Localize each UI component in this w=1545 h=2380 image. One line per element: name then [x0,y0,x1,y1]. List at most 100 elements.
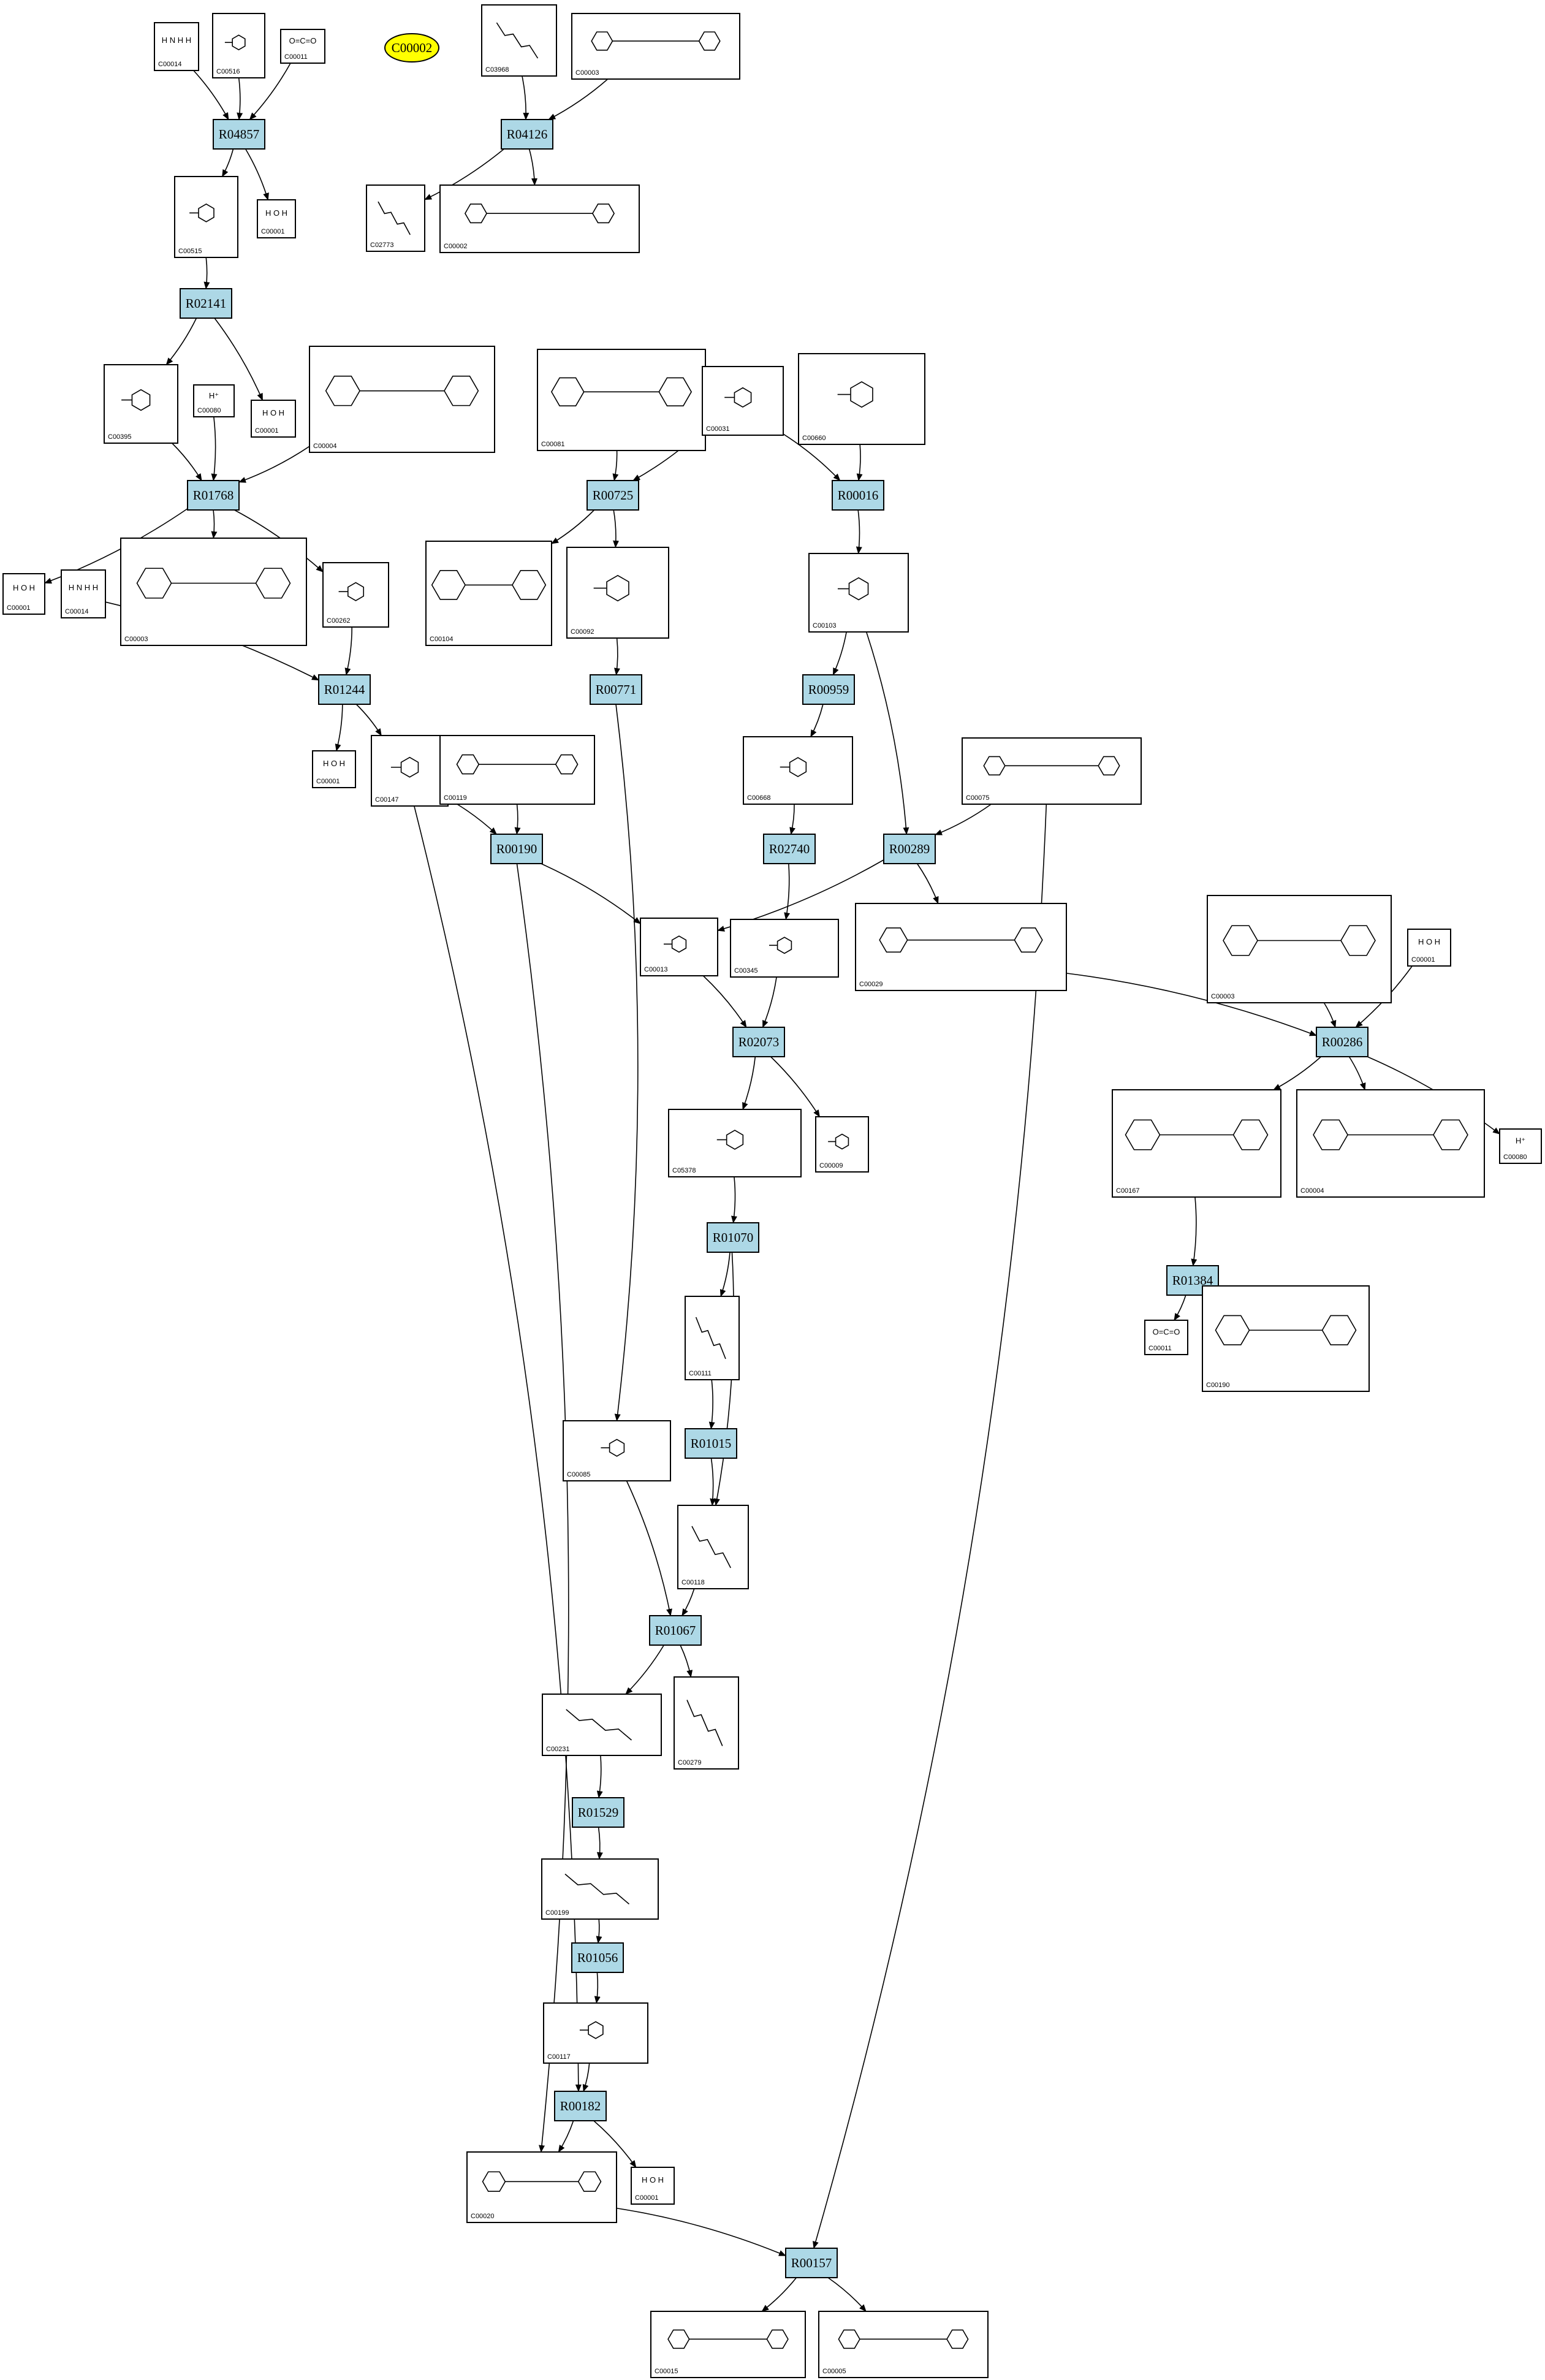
compound-node[interactable]: C00003 [120,538,307,646]
reaction-node[interactable]: R00182 [554,2091,607,2121]
compound-node[interactable]: C00660 [798,353,925,445]
reaction-node[interactable]: R01067 [649,1615,702,1646]
chain-bond [564,1873,630,1905]
compound-id: C00345 [734,967,758,975]
compound-node[interactable]: C00231 [542,1694,662,1756]
reaction-node[interactable]: R01244 [318,674,371,705]
compound-node[interactable]: C00029 [855,903,1067,991]
compound-node[interactable]: C00119 [439,735,595,805]
reaction-node[interactable]: R02740 [763,834,816,864]
reaction-node[interactable]: R00190 [490,834,543,864]
edge-arrow [832,631,847,675]
reaction-node[interactable]: R00959 [802,674,855,705]
compound-id: C00117 [547,2053,571,2061]
compound-node[interactable]: C00009 [815,1116,869,1173]
ring-bond [550,377,585,406]
edge-arrow [1323,1002,1337,1028]
compound-id: C00001 [7,604,31,612]
compound-node[interactable]: C00118 [677,1505,749,1589]
reaction-node[interactable]: R00157 [785,2248,838,2278]
reaction-node[interactable]: R00725 [586,480,639,511]
edge-arrow [719,1252,731,1297]
edge-arrow [582,2063,590,2092]
edge-arrow [813,804,1047,2249]
compound-node[interactable]: C00081 [537,349,706,451]
compound-node[interactable]: C00015 [650,2311,806,2378]
compound-node[interactable]: C00103 [808,553,909,633]
compound-node[interactable]: C05378 [668,1109,802,1177]
ring-bond [198,203,214,222]
compound-id: C00395 [108,433,132,441]
ring-bond [431,570,466,600]
edge-arrow [596,1918,602,1944]
reaction-node[interactable]: R00016 [832,480,884,511]
compound-node[interactable]: C00031 [702,366,784,436]
compound-node[interactable]: C00262 [322,562,389,628]
highlight-node[interactable]: C00002 [384,33,439,63]
reaction-node[interactable]: R01529 [572,1797,624,1828]
compound-node[interactable]: C03968 [481,4,557,77]
reaction-node[interactable]: R01056 [571,1942,624,1973]
compound-node[interactable]: C00147 [371,735,449,807]
compound-node[interactable]: C00167 [1112,1089,1281,1198]
compound-node[interactable]: C00020 [466,2151,617,2223]
compound-node[interactable]: C00190 [1202,1285,1370,1392]
compound-node[interactable]: C00003 [1207,895,1392,1003]
compound-node[interactable]: C00092 [566,547,669,639]
compound-node[interactable]: C00395 [104,364,178,444]
reaction-node[interactable]: R01768 [187,480,240,511]
compound-node[interactable]: C00005 [818,2311,989,2378]
compound-node[interactable]: C00516 [212,13,265,78]
reaction-label: R00959 [808,682,849,697]
reaction-node[interactable]: R01015 [685,1428,737,1459]
compound-id: C00011 [284,53,308,61]
compound-node[interactable]: C00199 [541,1858,659,1920]
compound-node[interactable]: C02773 [366,184,425,252]
ring-bond [456,754,480,775]
reaction-node[interactable]: R00771 [590,674,642,705]
compound-node[interactable]: C00668 [743,736,853,805]
reaction-label: R00771 [596,682,637,697]
compound-node[interactable]: H⁺C00080 [1499,1128,1542,1164]
compound-id: C00001 [316,778,340,785]
compound-node[interactable]: C00085 [563,1420,671,1481]
compound-id: C00190 [1206,1382,1230,1389]
chain-bond [695,1317,726,1359]
compound-node[interactable]: C00515 [174,176,238,258]
compound-node[interactable]: C00003 [571,13,740,80]
compound-node[interactable]: C00104 [425,541,552,646]
compound-node[interactable]: C00075 [962,737,1142,805]
compound-node[interactable]: C00111 [685,1296,740,1380]
compound-node[interactable]: C00117 [543,2002,648,2064]
compound-node[interactable]: C00279 [674,1676,739,1770]
compound-node[interactable]: C00002 [439,184,640,253]
compound-node[interactable]: H⁺C00080 [193,384,235,417]
reaction-node[interactable]: R00289 [883,834,936,864]
reaction-node[interactable]: R01070 [707,1222,759,1253]
ring-bond [232,34,246,51]
reaction-node[interactable]: R04857 [213,119,265,150]
compound-id: C00104 [430,636,454,643]
compound-node[interactable]: C00013 [640,918,718,976]
reaction-node[interactable]: R04126 [501,119,553,150]
compound-node[interactable]: C00004 [309,346,495,453]
reaction-node[interactable]: R02141 [180,288,232,319]
compound-id: C00118 [681,1579,705,1586]
edge-arrow [221,148,234,177]
reaction-node[interactable]: R00286 [1316,1027,1368,1057]
reaction-node[interactable]: R02073 [732,1027,785,1057]
edge-arrow [827,2277,867,2312]
compound-node[interactable]: C00345 [730,919,839,978]
edge-arrow [522,75,530,120]
compound-node[interactable]: C00004 [1296,1089,1485,1198]
